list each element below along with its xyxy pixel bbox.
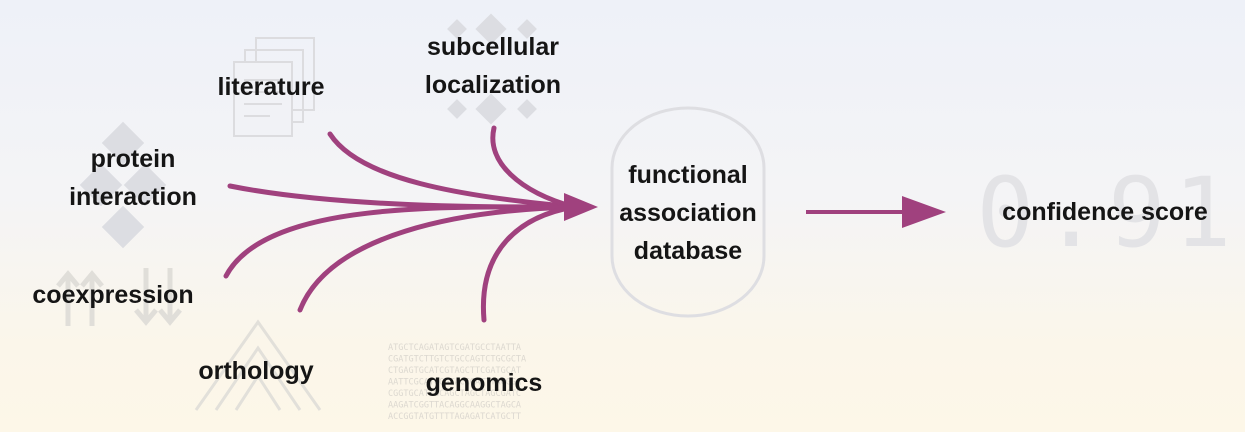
dna-row: AAGATCGGTTACAGGCAAGGCTAGCA (388, 401, 521, 411)
label-hub-database: functional association database (619, 161, 757, 265)
diamonds-icon (79, 121, 167, 249)
label-genomics: genomics (425, 369, 543, 397)
arrowhead-output (902, 196, 946, 228)
watermark-score: 0.91 (976, 157, 1239, 269)
arrow-literature (327, 131, 577, 210)
arrow-protein (227, 183, 577, 210)
arrowhead-hub (564, 193, 598, 221)
input-arrows (223, 125, 577, 323)
dna-row: ATGCTCAGATAGTCGATGCCTAATTA (388, 343, 521, 353)
dna-sequence-icon: ATGCTCAGATAGTCGATGCCTAATTA CGATGTCTTGTCTG… (388, 343, 526, 422)
label-subcellular-localization: subcellular localization (424, 33, 562, 99)
dna-row: CTGAGTGCATCGTAGCTTCGATGCAT (388, 366, 521, 376)
documents-icon (233, 37, 315, 137)
arrow-subcellular (490, 125, 577, 210)
dna-row: CGGTGCATTGCAGCTAGCTAGCGATC (388, 389, 521, 399)
cylinder-icon (610, 106, 766, 318)
updown-arrows-icon (56, 268, 182, 326)
arrow-genomics (480, 204, 577, 323)
dna-row: CGATGTCTTGTCTGCCAGTCTGCGCTA (388, 355, 526, 365)
dna-row: AATTCGCATCGGTACCGATTTACGGA (388, 378, 521, 388)
arrow-orthology (297, 204, 577, 313)
cross-icon (447, 13, 537, 125)
label-protein-interaction: protein interaction (69, 145, 197, 211)
label-confidence-score: confidence score (1002, 198, 1208, 226)
tree-icon (194, 319, 322, 411)
label-coexpression: coexpression (32, 281, 194, 309)
label-orthology: orthology (198, 357, 314, 385)
label-literature: literature (217, 73, 325, 101)
dna-row: ACCGGTATGTTTTAGAGATCATGCTT (388, 412, 521, 422)
arrow-coexpression (223, 204, 577, 279)
